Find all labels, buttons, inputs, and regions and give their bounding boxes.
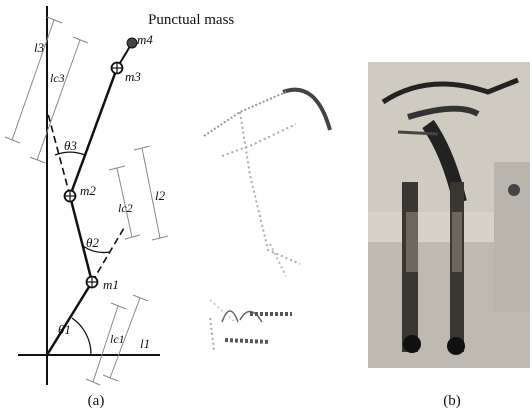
link-2 — [68, 195, 94, 283]
mass-m3-marker — [110, 61, 124, 75]
length-lc3-label: lc3 — [50, 71, 65, 85]
panel-b-photo — [368, 62, 530, 368]
length-l2-label: l2 — [155, 188, 166, 203]
mass-m2-marker — [63, 189, 77, 203]
theta1-arc — [71, 317, 92, 356]
link-1 — [45, 281, 94, 356]
theta3-label: θ3 — [64, 138, 77, 153]
mass-m4-label: m4 — [137, 32, 153, 47]
punctual-mass-marker — [126, 37, 138, 49]
link2-extension — [46, 109, 71, 197]
panel-b-caption: (b) — [443, 393, 461, 409]
length-l3-label: l3 — [34, 40, 45, 55]
length-lc2-label: lc2 — [118, 201, 133, 215]
length-l1-label: l1 — [140, 336, 150, 351]
mass-m2-label: m2 — [80, 183, 96, 198]
link-3 — [68, 67, 119, 197]
length-lc1-label: lc1 — [110, 332, 125, 346]
motion-skeleton-sketch — [203, 87, 332, 351]
dimension-brackets — [4, 16, 169, 386]
theta2-label: θ2 — [86, 235, 99, 250]
mass-m3-label: m3 — [125, 69, 141, 84]
theta3-arc — [54, 151, 86, 156]
mass-m1-label: m1 — [103, 277, 119, 292]
mass-m1-marker — [85, 275, 99, 289]
panel-a-caption: (a) — [88, 393, 105, 409]
punctual-mass-label: Punctual mass — [148, 12, 234, 28]
theta2-arc — [82, 245, 111, 254]
exoskeleton-photo — [368, 62, 530, 368]
theta1-label: θ1 — [58, 322, 71, 337]
